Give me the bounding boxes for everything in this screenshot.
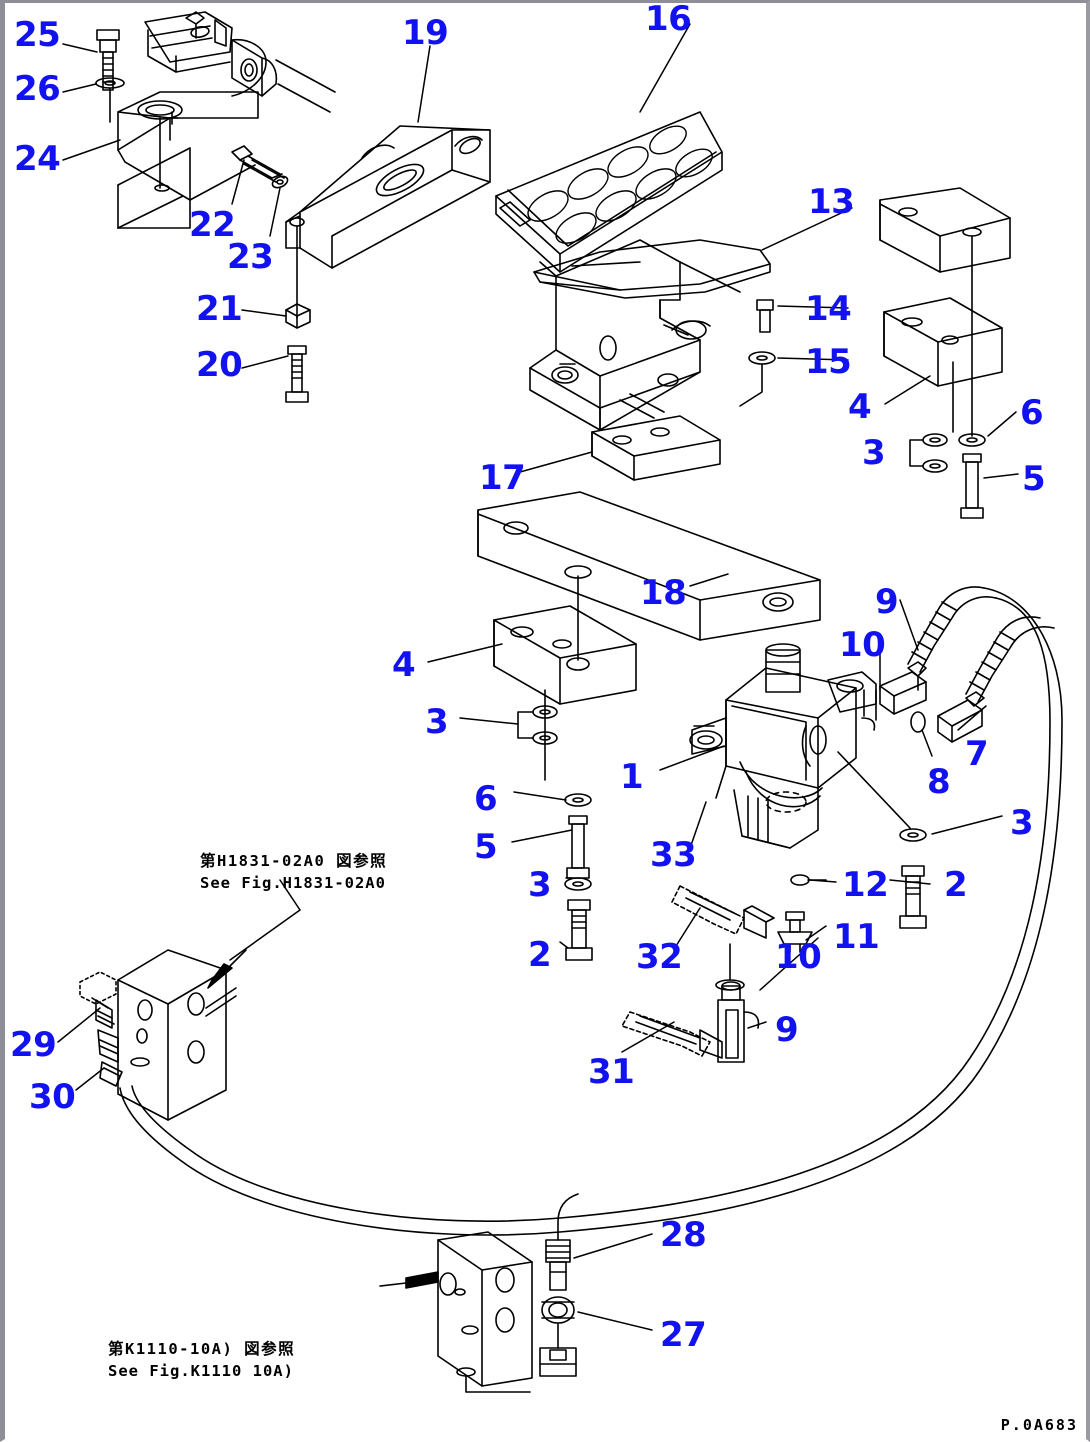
- callout-number-20-11: 20: [196, 345, 243, 385]
- reference-note-japanese: 第H1831-02A0 図参照: [200, 852, 388, 870]
- callout-number-3-29: 3: [528, 865, 552, 905]
- part-1-valve-body: [689, 643, 877, 849]
- part-29-fitting: [79, 971, 117, 1029]
- part-16-pedal-pad: [495, 111, 723, 273]
- callout-number-26-1: 26: [14, 69, 61, 109]
- part-3-washer-lower-right: [899, 828, 927, 842]
- ref-block-k1110-part: [437, 1231, 533, 1393]
- ref-arrow-h1831: [207, 949, 247, 989]
- callout-number-6-13: 6: [1020, 393, 1044, 433]
- part-32-connector: [671, 885, 775, 939]
- part-9-valve-lower: [717, 981, 760, 1063]
- hydraulic-hose-loop: [119, 587, 1063, 1236]
- callout-number-30-39: 30: [29, 1077, 76, 1117]
- callout-number-10-21: 10: [839, 625, 886, 665]
- part-7-fitting: [937, 691, 985, 743]
- callout-number-3-19: 3: [425, 702, 449, 742]
- part-26-washer: [95, 77, 125, 89]
- part-21-nut: [285, 303, 311, 329]
- callout-number-5-15: 5: [1022, 459, 1046, 499]
- callout-number-3-26: 3: [1010, 803, 1034, 843]
- callout-number-23-6: 23: [227, 237, 274, 277]
- callout-number-19-3: 19: [402, 13, 449, 53]
- part-8-plug: [910, 711, 926, 733]
- part-27-fitting: [539, 1296, 577, 1377]
- pedal-support-bracket: [529, 239, 741, 431]
- part-25-bolt: [96, 29, 120, 91]
- part-30-hose-end: [97, 1029, 123, 1087]
- part-18-plate: [477, 491, 821, 661]
- callout-number-22-5: 22: [189, 205, 236, 245]
- part-3-washer-lower-left: [564, 877, 592, 891]
- callout-number-13-7: 13: [808, 182, 855, 222]
- callout-number-5-27: 5: [474, 827, 498, 867]
- callout-number-9-20: 9: [875, 582, 899, 622]
- part-4-mount-block-left: [493, 605, 637, 781]
- part-17-block: [591, 415, 721, 481]
- ref-block-h1831-part: [117, 949, 237, 1121]
- callout-number-10-34: 10: [775, 937, 822, 977]
- part-31-hose-end: [621, 1011, 723, 1059]
- part-6-washer-right: [958, 433, 986, 447]
- part-15-washer: [748, 351, 776, 365]
- callout-number-1-24: 1: [620, 757, 644, 797]
- part-10-fitting-upper: [879, 661, 927, 715]
- callout-number-12-30: 12: [842, 865, 889, 905]
- part-9-hose-connector-1: [907, 586, 997, 673]
- part-19-beam: [285, 125, 491, 319]
- callout-number-8-23: 8: [927, 762, 951, 802]
- part-20-bolt: [285, 345, 309, 403]
- callout-number-18-17: 18: [640, 573, 687, 613]
- part-6-washer-left: [564, 793, 592, 807]
- part-5-bolt-left: [566, 815, 590, 879]
- callout-number-15-9: 15: [805, 342, 852, 382]
- callout-number-29-38: 29: [10, 1025, 57, 1065]
- callout-number-4-18: 4: [392, 645, 416, 685]
- part-23-washer: [271, 175, 289, 189]
- reference-note-ref-k1110: 第K1110-10A) 図参照 See Fig.K1110 10A): [108, 1338, 295, 1383]
- callout-number-25-0: 25: [14, 15, 61, 55]
- part-24-bracket: [117, 91, 259, 229]
- callout-number-32-33: 32: [636, 937, 683, 977]
- part-2-bolt-right: [899, 865, 927, 929]
- part-14-pin: [756, 299, 774, 333]
- reference-note-japanese: 第K1110-10A) 図参照: [108, 1340, 296, 1358]
- page-code: P.0A683: [1000, 1416, 1078, 1434]
- part-11-clamp: [777, 911, 813, 953]
- part-5-bolt-right: [960, 453, 984, 519]
- callout-number-14-8: 14: [805, 289, 852, 329]
- callout-number-28-40: 28: [660, 1215, 707, 1255]
- callout-number-2-31: 2: [944, 865, 968, 905]
- ref-arrow-k1110: [379, 1271, 439, 1289]
- callout-number-6-25: 6: [474, 779, 498, 819]
- callout-number-31-37: 31: [588, 1052, 635, 1092]
- callout-number-24-2: 24: [14, 139, 61, 179]
- part-12-plug: [790, 874, 827, 886]
- upper-right-plate: [879, 187, 1011, 437]
- reference-note-english: See Fig.K1110 10A): [108, 1362, 294, 1381]
- callout-number-4-12: 4: [848, 387, 872, 427]
- reference-note-english: See Fig.H1831-02A0: [200, 874, 386, 893]
- callout-number-9-36: 9: [775, 1010, 799, 1050]
- callout-number-27-41: 27: [660, 1315, 707, 1355]
- part-22-bolt: [231, 145, 285, 183]
- part-3-washers-right: [909, 433, 948, 473]
- part-9-hose-connector-2: [965, 616, 1055, 703]
- part-4-mount-block-right: [883, 297, 1003, 433]
- callout-number-21-10: 21: [196, 289, 243, 329]
- part-3-washers-left: [517, 705, 558, 745]
- callout-number-17-16: 17: [479, 458, 526, 498]
- reference-note-ref-h1831: 第H1831-02A0 図参照 See Fig.H1831-02A0: [200, 850, 387, 895]
- callout-number-3-14: 3: [862, 433, 886, 473]
- part-28-fitting: [545, 1193, 579, 1291]
- callout-number-16-4: 16: [645, 0, 692, 39]
- part-19-arm-bracket: [144, 11, 336, 113]
- callout-number-2-32: 2: [528, 935, 552, 975]
- callout-number-11-35: 11: [833, 917, 880, 957]
- part-2-bolt-left: [565, 899, 593, 961]
- callout-number-33-28: 33: [650, 835, 697, 875]
- callout-number-7-22: 7: [965, 734, 989, 774]
- part-10-washer-lower: [715, 943, 745, 991]
